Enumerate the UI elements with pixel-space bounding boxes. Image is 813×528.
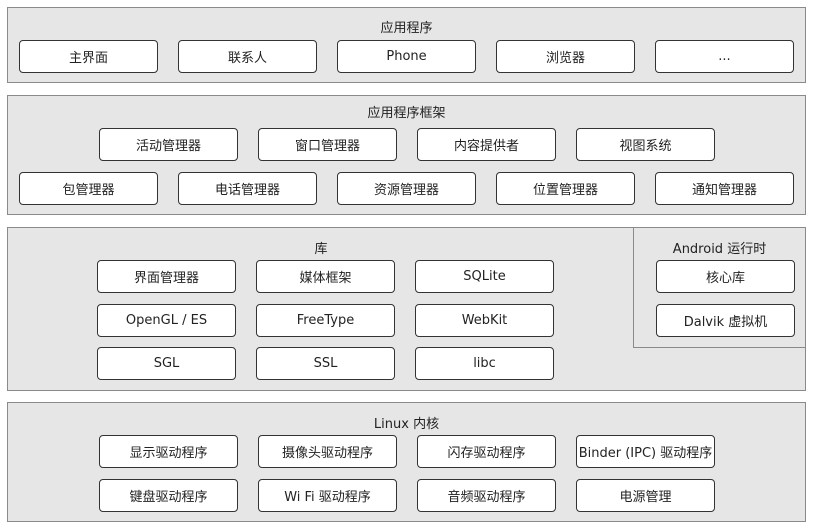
display-driver-box: 显示驱动程序 bbox=[99, 435, 238, 468]
package-manager-box: 包管理器 bbox=[19, 172, 158, 205]
ssl-box: SSL bbox=[256, 347, 395, 380]
applications-layer-title: 应用程序 bbox=[380, 21, 433, 36]
opengl-es-box: OpenGL / ES bbox=[97, 304, 236, 337]
linux-kernel-layer: Linux 内核 显示驱动程序 摄像头驱动程序 闪存驱动程序 Binder (I… bbox=[7, 402, 806, 522]
content-provider-box: 内容提供者 bbox=[417, 128, 556, 161]
keypad-driver-box: 键盘驱动程序 bbox=[99, 479, 238, 512]
sqlite-box: SQLite bbox=[415, 260, 554, 293]
media-framework-box: 媒体框架 bbox=[256, 260, 395, 293]
framework-layer-title: 应用程序框架 bbox=[367, 106, 446, 121]
window-manager-box: 窗口管理器 bbox=[258, 128, 397, 161]
android-runtime-layer: Android 运行时 核心库 Dalvik 虚拟机 bbox=[633, 227, 806, 348]
sgl-box: SGL bbox=[97, 347, 236, 380]
flash-memory-driver-box: 闪存驱动程序 bbox=[417, 435, 556, 468]
android-runtime-layer-title: Android 运行时 bbox=[672, 242, 767, 257]
app-more-box: ... bbox=[655, 40, 794, 73]
telephony-manager-box: 电话管理器 bbox=[178, 172, 317, 205]
core-libraries-box: 核心库 bbox=[656, 260, 795, 293]
freetype-box: FreeType bbox=[256, 304, 395, 337]
view-system-box: 视图系统 bbox=[576, 128, 715, 161]
camera-driver-box: 摄像头驱动程序 bbox=[258, 435, 397, 468]
binder-ipc-driver-box: Binder (IPC) 驱动程序 bbox=[576, 435, 715, 468]
surface-manager-box: 界面管理器 bbox=[97, 260, 236, 293]
webkit-box: WebKit bbox=[415, 304, 554, 337]
app-contacts-box: 联系人 bbox=[178, 40, 317, 73]
dalvik-vm-box: Dalvik 虚拟机 bbox=[656, 304, 795, 337]
power-management-box: 电源管理 bbox=[576, 479, 715, 512]
activity-manager-box: 活动管理器 bbox=[99, 128, 238, 161]
libraries-layer-title: 库 bbox=[314, 242, 328, 257]
wifi-driver-box: Wi Fi 驱动程序 bbox=[258, 479, 397, 512]
linux-kernel-layer-title: Linux 内核 bbox=[373, 417, 440, 432]
framework-layer: 应用程序框架 活动管理器 窗口管理器 内容提供者 视图系统 包管理器 电话管理器… bbox=[7, 95, 806, 215]
app-home-box: 主界面 bbox=[19, 40, 158, 73]
audio-driver-box: 音频驱动程序 bbox=[417, 479, 556, 512]
app-browser-box: 浏览器 bbox=[496, 40, 635, 73]
libc-box: libc bbox=[415, 347, 554, 380]
applications-layer: 应用程序 主界面 联系人 Phone 浏览器 ... bbox=[7, 7, 806, 83]
location-manager-box: 位置管理器 bbox=[496, 172, 635, 205]
notification-manager-box: 通知管理器 bbox=[655, 172, 794, 205]
app-phone-box: Phone bbox=[337, 40, 476, 73]
resource-manager-box: 资源管理器 bbox=[337, 172, 476, 205]
